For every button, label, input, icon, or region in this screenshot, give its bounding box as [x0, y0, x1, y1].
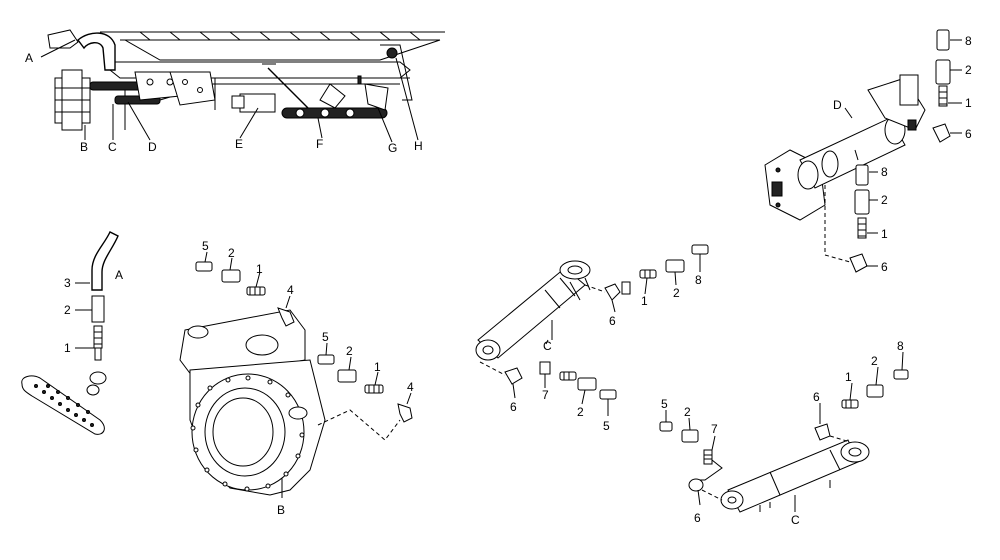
label-top-H: H	[414, 139, 423, 153]
label-cyl1-6a: 6	[609, 314, 616, 328]
label-tr-1b: 1	[881, 227, 888, 241]
label-tr-8a: 8	[965, 34, 972, 48]
label-mid-1b: 1	[374, 360, 381, 374]
label-left-A: A	[115, 268, 123, 282]
label-tr-D: D	[833, 98, 842, 112]
label-tr-1a: 1	[965, 96, 972, 110]
label-top-G: G	[388, 141, 397, 155]
label-mid-B: B	[277, 503, 285, 517]
label-top-A: A	[25, 51, 33, 65]
label-br-2a: 2	[684, 405, 691, 419]
label-left-1: 1	[64, 341, 71, 355]
label-mid-4b: 4	[407, 380, 414, 394]
label-br-C: C	[791, 513, 800, 527]
label-top-C: C	[108, 140, 117, 154]
label-br-2b: 2	[871, 354, 878, 368]
label-mid-4a: 4	[287, 283, 294, 297]
label-br-6a: 6	[694, 511, 701, 525]
label-cyl1-7: 7	[542, 388, 549, 402]
label-left-2: 2	[64, 303, 71, 317]
label-cyl1-8: 8	[695, 273, 702, 287]
cylinder-c-lower-assembly	[659, 351, 909, 513]
label-tr-8b: 8	[881, 165, 888, 179]
cylinder-c-assembly	[475, 244, 709, 416]
label-top-E: E	[235, 137, 243, 151]
left-hose-assembly	[21, 231, 119, 435]
label-mid-5b: 5	[322, 330, 329, 344]
label-cyl1-2a: 2	[673, 286, 680, 300]
label-top-D: D	[148, 140, 157, 154]
cylinder-d-assembly	[764, 29, 962, 273]
label-cyl1-1: 1	[641, 294, 648, 308]
label-left-3: 3	[64, 276, 71, 290]
label-br-8: 8	[897, 339, 904, 353]
label-br-7: 7	[711, 422, 718, 436]
label-cyl1-5: 5	[603, 419, 610, 433]
label-top-F: F	[316, 137, 323, 151]
label-tr-2a: 2	[965, 63, 972, 77]
label-tr-2b: 2	[881, 193, 888, 207]
label-mid-5a: 5	[202, 239, 209, 253]
label-tr-6a: 6	[965, 127, 972, 141]
label-cyl1-C: C	[543, 339, 552, 353]
label-br-1: 1	[845, 370, 852, 384]
label-br-5: 5	[661, 397, 668, 411]
label-br-6b: 6	[813, 390, 820, 404]
label-cyl1-6b: 6	[510, 400, 517, 414]
label-mid-2b: 2	[346, 344, 353, 358]
pivot-housing-assembly	[179, 251, 413, 498]
label-tr-6b: 6	[881, 260, 888, 274]
label-mid-1a: 1	[256, 262, 263, 276]
label-cyl1-2b: 2	[577, 405, 584, 419]
chassis-assembly	[40, 29, 445, 143]
label-mid-2a: 2	[228, 246, 235, 260]
ring-bolts	[190, 375, 305, 492]
label-top-B: B	[80, 140, 88, 154]
